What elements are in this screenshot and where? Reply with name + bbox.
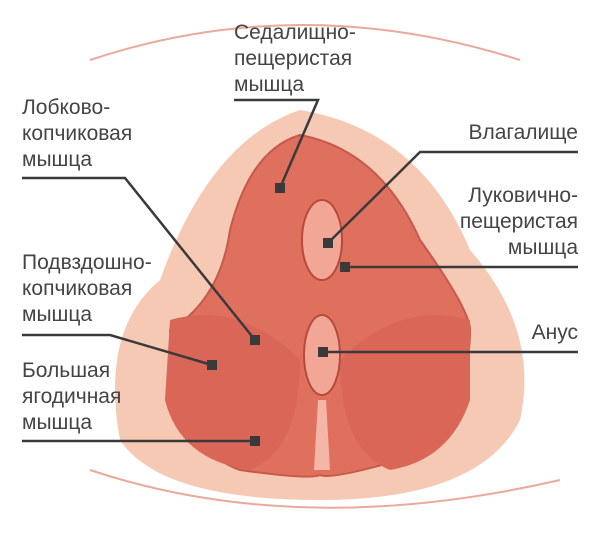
- label-line: Луковично-: [468, 184, 578, 207]
- label-line: мышца: [234, 73, 305, 96]
- label-line: Влагалище: [468, 121, 578, 144]
- gluteus-right: [340, 315, 470, 470]
- label-line: пещеристая: [234, 47, 353, 70]
- skin-contour-bottom: [89, 469, 561, 509]
- leader-lines: [22, 98, 578, 443]
- label-line: мышца: [22, 303, 93, 326]
- label-line: Седалищно-: [234, 21, 356, 44]
- label-line: мышца: [507, 236, 578, 259]
- label-vagina: Влагалище: [468, 120, 578, 146]
- label-line: пещеристая: [459, 210, 578, 233]
- skin-contour-top: [89, 24, 521, 61]
- label-line: Лобково-: [22, 96, 111, 119]
- label-line: ягодичная: [22, 385, 122, 408]
- gluteus-left: [165, 315, 300, 470]
- label-bulbospongiosus: Луковично- пещеристая мышца: [460, 183, 578, 261]
- label-line: мышца: [22, 411, 93, 434]
- label-line: Анус: [531, 321, 578, 344]
- vagina-opening: [301, 199, 343, 281]
- label-gluteus: Большая ягодичная мышца: [22, 358, 121, 436]
- label-line: Большая: [22, 359, 111, 382]
- label-ischiocavernosus: Седалищно- пещеристая мышца: [234, 20, 356, 98]
- coccyx: [314, 400, 330, 470]
- label-line: мышца: [22, 148, 93, 171]
- label-line: копчиковая: [22, 277, 133, 300]
- label-iliococcygeus: Подвздошно- копчиковая мышца: [22, 250, 152, 328]
- label-line: Подвздошно-: [22, 251, 152, 274]
- label-anus: Анус: [532, 320, 578, 346]
- label-pubococcygeus: Лобково- копчиковая мышца: [22, 95, 132, 173]
- label-line: копчиковая: [22, 122, 133, 145]
- leader-markers: [207, 183, 350, 446]
